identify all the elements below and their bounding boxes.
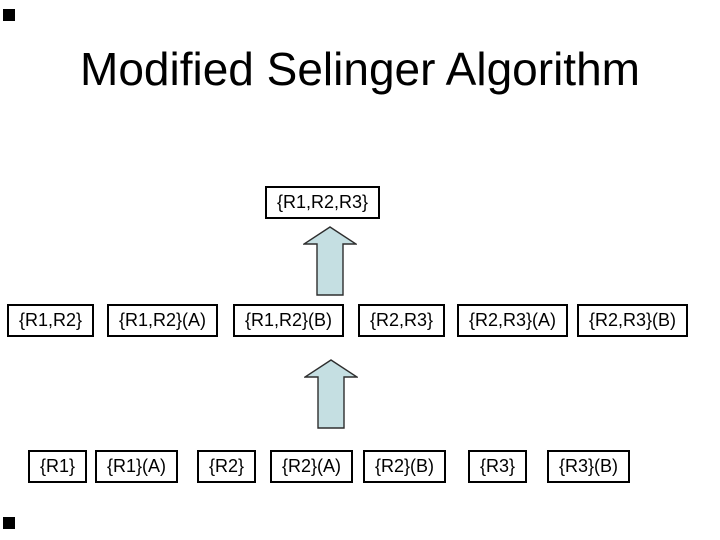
node-box-r2-a: {R2}(A): [270, 450, 354, 483]
node-box-r2-r3-b: {R2,R3}(B): [577, 304, 689, 337]
node-box-r1-r2-b: {R1,R2}(B): [233, 304, 345, 337]
node-box-r3: {R3}: [468, 450, 528, 483]
node-box-r3-b: {R3}(B): [547, 450, 631, 483]
up-arrow-icon: [303, 226, 357, 296]
node-box-r1: {R1}: [28, 450, 88, 483]
up-arrow-icon: [304, 359, 358, 429]
node-box-r2: {R2}: [197, 450, 257, 483]
up-arrow-shape: [303, 226, 357, 296]
node-box-r1-r2-a: {R1,R2}(A): [107, 304, 219, 337]
corner-mark-bottom-left-icon: [3, 517, 15, 529]
node-box-r2-b: {R2}(B): [363, 450, 447, 483]
node-box-r2-r3-a: {R2,R3}(A): [457, 304, 569, 337]
node-box-r1-a: {R1}(A): [95, 450, 179, 483]
node-box-r2-r3: {R2,R3}: [358, 304, 446, 337]
slide-title: Modified Selinger Algorithm: [80, 43, 640, 95]
up-arrow-shape: [304, 359, 358, 429]
corner-mark-top-left-icon: [3, 9, 15, 21]
node-box-r1-r2: {R1,R2}: [7, 304, 95, 337]
node-box-r1-r2-r3: {R1,R2,R3}: [265, 186, 381, 219]
